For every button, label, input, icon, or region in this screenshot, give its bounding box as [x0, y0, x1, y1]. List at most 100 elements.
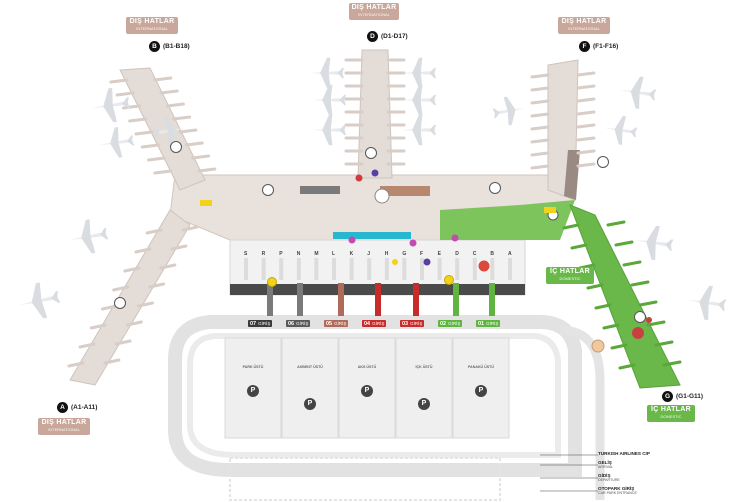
gate-stub: [123, 266, 141, 273]
gate-stub: [89, 323, 107, 330]
gate-stub: [576, 84, 596, 90]
checkin-row-letter: L: [332, 251, 336, 257]
gate-stub: [103, 358, 121, 365]
pier-label-g: G (G1-G11): [662, 391, 703, 402]
checkin-row-letter: B: [490, 251, 495, 257]
gate-stub: [172, 115, 192, 121]
checkin-row-f: [420, 258, 424, 280]
curb-ramp: [375, 283, 381, 316]
intl-label-bottom-left: DIŞ HATLAR INTERNATIONAL: [38, 418, 90, 435]
pier-label-d: D (D1-D17): [367, 31, 408, 42]
gate-stub: [576, 149, 596, 155]
gate-stub: [586, 283, 604, 290]
domestic-label-bottom: İÇ HATLAR DOMESTIC: [647, 405, 695, 422]
gate-stub: [191, 154, 211, 160]
curb-gate-label: GİRİŞ: [486, 321, 499, 326]
gate-stub: [576, 162, 596, 168]
gate-stub: [646, 320, 666, 327]
pier-range-d: (D1-D17): [381, 33, 408, 40]
pier-d: [357, 49, 393, 179]
gate-stub: [112, 285, 130, 292]
gate-stub: [109, 78, 129, 84]
checkin-row-m: [314, 258, 319, 280]
checkin-row-letter: A: [508, 251, 512, 257]
gate-stub: [614, 240, 634, 247]
gate-stub: [630, 280, 650, 287]
curb-ramp: [297, 283, 303, 316]
gate-stub: [115, 91, 135, 97]
gate-stub: [654, 340, 674, 347]
curb-ramp: [453, 283, 459, 316]
parking-icon: P: [475, 385, 487, 397]
gate-stub: [530, 99, 550, 105]
curb-gate-label: GİRİŞ: [296, 321, 309, 326]
checkin-row-h: [384, 258, 389, 280]
gate-stub: [530, 164, 550, 170]
pier-letter-b: B: [149, 41, 160, 52]
pier-label-f: F (F1-F16): [579, 41, 618, 52]
gate-stub: [67, 361, 85, 368]
legend-leaders: [540, 454, 598, 492]
gate-stub: [638, 300, 658, 307]
gate-stub: [602, 323, 620, 330]
curb-gate-label: GİRİŞ: [448, 321, 461, 326]
gate-stub: [576, 110, 596, 116]
pier-label-b: B (B1-B18): [149, 41, 190, 52]
parking-icon: P: [304, 398, 316, 410]
gate-stub: [134, 130, 154, 136]
parking-icon: P: [247, 385, 259, 397]
gate-stub: [147, 156, 167, 162]
gate-stub: [178, 128, 198, 134]
curb-gate-label: GİRİŞ: [372, 321, 385, 326]
checkin-row-letter: H: [384, 251, 389, 257]
gate-stub: [140, 143, 160, 149]
gate-stub: [197, 167, 217, 173]
gate-stub: [610, 343, 628, 350]
checkin-row-a: [508, 258, 512, 280]
gate-stub: [606, 220, 626, 227]
parking-icon: P: [361, 385, 373, 397]
curb-gate-number: 06: [288, 321, 295, 327]
curb-gate-label: GİRİŞ: [334, 321, 347, 326]
gate-stub: [159, 263, 177, 270]
gate-stub: [576, 97, 596, 103]
gate-stub: [618, 363, 636, 370]
curb-gate-number: 02: [440, 321, 447, 327]
parking-icon: P: [418, 398, 430, 410]
intl-label-top-center: DIŞ HATLAR INTERNATIONAL: [349, 3, 399, 20]
parking-label: İÇK ÜSTÜ: [415, 365, 433, 369]
checkin-row-j: [367, 258, 372, 280]
legend-departure-title: GİDİŞ: [598, 473, 611, 478]
legend-car-park: OTOPARK GİRİŞ CAR PARK ENTRANCE: [598, 486, 637, 495]
legend-departure: GİDİŞ DEPARTURE: [598, 473, 620, 482]
intl-label-top-left: DIŞ HATLAR INTERNATIONAL: [126, 17, 178, 34]
checkin-row-r: [261, 258, 266, 280]
checkin-row-l: [332, 258, 336, 280]
gate-stub: [530, 125, 550, 131]
checkin-row-letter: E: [437, 251, 441, 257]
gate-stub: [570, 243, 588, 250]
gate-stubs: [67, 58, 682, 370]
gate-stub: [562, 223, 580, 230]
gate-stub: [153, 76, 173, 82]
checkin-row-g: [402, 258, 407, 280]
curb-gate-label: GİRİŞ: [258, 321, 271, 326]
gate-stub: [530, 138, 550, 144]
checkin-row-k: [349, 258, 354, 280]
pier-a: [69, 209, 191, 386]
pier-b: [119, 67, 206, 191]
gate-stub: [576, 71, 596, 77]
gate-stub: [159, 89, 179, 95]
curb-gate-label: GİRİŞ: [410, 321, 423, 326]
parking-label: PANAKÜ ÜSTÜ: [468, 365, 494, 369]
curb-ramp: [338, 283, 344, 316]
legend-car-park-title: OTOPARK GİRİŞ: [598, 486, 635, 491]
domestic-label-mid: İÇ HATLAR DOMESTIC: [546, 267, 594, 284]
gate-stub: [181, 225, 199, 232]
curb-gate-number: 07: [250, 321, 257, 327]
gate-stub: [530, 112, 550, 118]
pier-f: [547, 59, 580, 201]
